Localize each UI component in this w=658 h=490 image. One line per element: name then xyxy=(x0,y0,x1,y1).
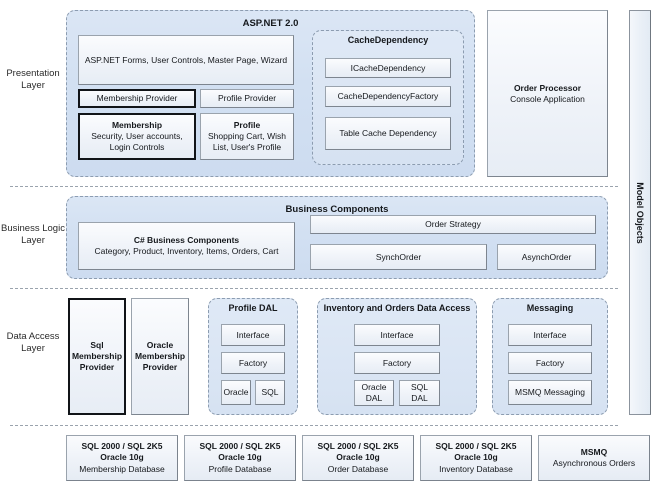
database-membership-line3: Membership Database xyxy=(79,463,165,474)
aspnet-forms-label: ASP.NET Forms, User Controls, Master Pag… xyxy=(84,54,288,65)
oracle-membership-provider-line3: Provider xyxy=(142,362,178,372)
aspnet-panel-title: ASP.NET 2.0 xyxy=(242,18,299,29)
inventory-orders-sql-dal-label: SQL DAL xyxy=(410,382,428,403)
asynchorder-box[interactable]: AsynchOrder xyxy=(497,244,596,270)
messaging-factory-label: Factory xyxy=(535,357,565,368)
database-inventory[interactable]: SQL 2000 / SQL 2K5 Oracle 10g Inventory … xyxy=(420,435,532,481)
order-strategy-label: Order Strategy xyxy=(425,219,481,229)
sql-membership-provider-box[interactable]: Sql Membership Provider xyxy=(68,298,126,415)
inventory-orders-oracle-dal-box[interactable]: Oracle DAL xyxy=(354,380,394,406)
database-order-line3: Order Database xyxy=(327,463,389,474)
database-order[interactable]: SQL 2000 / SQL 2K5 Oracle 10g Order Data… xyxy=(302,435,414,481)
model-objects-label: Model Objects xyxy=(635,181,645,244)
profile-feature-title: Profile xyxy=(233,120,261,130)
layer-label-dataaccess-line2: Layer xyxy=(21,343,45,354)
messaging-interface-box[interactable]: Interface xyxy=(508,324,592,346)
profile-dal-interface-label: Interface xyxy=(236,329,270,340)
icachedependency-box[interactable]: ICacheDependency xyxy=(325,58,451,78)
database-order-line1: SQL 2000 / SQL 2K5 xyxy=(317,440,399,451)
database-membership[interactable]: SQL 2000 / SQL 2K5 Oracle 10g Membership… xyxy=(66,435,178,481)
inventory-orders-factory-box[interactable]: Factory xyxy=(354,352,440,374)
messaging-title: Messaging xyxy=(526,303,574,313)
database-msmq[interactable]: MSMQ Asynchronous Orders xyxy=(538,435,650,481)
inventory-orders-sql-dal-box[interactable]: SQL DAL xyxy=(399,380,440,406)
oracle-membership-provider-line1: Oracle xyxy=(146,340,174,350)
profile-provider-box[interactable]: Profile Provider xyxy=(200,89,294,108)
profile-dal-sql-label: SQL xyxy=(261,387,279,397)
divider-business-dataaccess xyxy=(10,288,618,289)
messaging-factory-box[interactable]: Factory xyxy=(508,352,592,374)
database-profile-line3: Profile Database xyxy=(208,463,272,474)
business-components-panel-title: Business Components xyxy=(285,204,389,215)
inventory-orders-oracle-dal-label: Oracle DAL xyxy=(361,382,387,403)
order-processor-title: Order Processor xyxy=(513,82,582,93)
cachedependencyfactory-box[interactable]: CacheDependencyFactory xyxy=(325,86,451,107)
inventory-orders-interface-box[interactable]: Interface xyxy=(354,324,440,346)
msmq-messaging-label: MSMQ Messaging xyxy=(515,387,585,397)
layer-label-presentation-line2: Layer xyxy=(21,80,45,91)
membership-feature-title: Membership xyxy=(111,120,163,130)
membership-provider-box[interactable]: Membership Provider xyxy=(78,89,196,108)
divider-dataaccess-databases xyxy=(10,425,618,426)
membership-feature-detail: Security, User accounts, Login Controls xyxy=(91,131,183,152)
sql-membership-provider-line1: Sql xyxy=(90,340,104,350)
inventory-orders-dal-title: Inventory and Orders Data Access xyxy=(323,303,471,313)
model-objects-strip[interactable]: Model Objects xyxy=(629,10,651,415)
profile-dal-oracle-label: Oracle xyxy=(223,387,249,397)
layer-label-dataaccess-line1: Data Access xyxy=(6,331,60,342)
profile-feature-detail: Shopping Cart, Wish List, User's Profile xyxy=(208,131,286,152)
order-processor-box[interactable]: Order Processor Console Application xyxy=(487,10,608,177)
profile-feature-box[interactable]: Profile Shopping Cart, Wish List, User's… xyxy=(200,113,294,160)
csharp-business-components-detail: Category, Product, Inventory, Items, Ord… xyxy=(94,246,279,256)
oracle-membership-provider-line2: Membership xyxy=(134,351,186,361)
cachedependencyfactory-label: CacheDependencyFactory xyxy=(337,91,439,101)
profile-dal-factory-label: Factory xyxy=(238,357,268,368)
profile-dal-interface-box[interactable]: Interface xyxy=(221,324,285,346)
order-processor-detail: Console Application xyxy=(510,93,585,104)
layer-label-business-line2: Layer xyxy=(21,235,45,246)
database-profile[interactable]: SQL 2000 / SQL 2K5 Oracle 10g Profile Da… xyxy=(184,435,296,481)
sql-membership-provider-line2: Membership xyxy=(71,351,123,361)
database-profile-line1: SQL 2000 / SQL 2K5 xyxy=(199,440,281,451)
aspnet-forms-box[interactable]: ASP.NET Forms, User Controls, Master Pag… xyxy=(78,35,294,85)
inventory-orders-interface-label: Interface xyxy=(380,329,414,340)
table-cache-dependency-label: Table Cache Dependency xyxy=(339,128,437,138)
database-profile-line2: Oracle 10g xyxy=(218,452,262,463)
layer-label-presentation-line1: Presentation xyxy=(6,68,60,79)
database-msmq-line1: MSMQ xyxy=(580,446,608,457)
csharp-business-components-box[interactable]: C# Business Components Category, Product… xyxy=(78,222,295,270)
profile-dal-factory-box[interactable]: Factory xyxy=(221,352,285,374)
database-inventory-line2: Oracle 10g xyxy=(454,452,498,463)
database-membership-line2: Oracle 10g xyxy=(100,452,144,463)
table-cache-dependency-box[interactable]: Table Cache Dependency xyxy=(325,117,451,150)
synchorder-label: SynchOrder xyxy=(375,251,422,262)
database-inventory-line3: Inventory Database xyxy=(439,463,513,474)
csharp-business-components-title: C# Business Components xyxy=(133,235,240,245)
sql-membership-provider-line3: Provider xyxy=(79,362,115,372)
profile-provider-label: Profile Provider xyxy=(217,93,277,103)
layer-label-business-logic: Business Logic Layer xyxy=(0,215,66,255)
messaging-interface-label: Interface xyxy=(533,329,567,340)
asynchorder-label: AsynchOrder xyxy=(521,251,572,262)
order-strategy-box[interactable]: Order Strategy xyxy=(310,215,596,234)
layer-label-data-access: Data Access Layer xyxy=(0,323,66,363)
inventory-orders-factory-label: Factory xyxy=(382,357,412,368)
profile-dal-oracle-box[interactable]: Oracle xyxy=(221,380,251,405)
layer-label-presentation: Presentation Layer xyxy=(2,60,64,100)
divider-presentation-business xyxy=(10,186,618,187)
msmq-messaging-box[interactable]: MSMQ Messaging xyxy=(508,380,592,405)
database-order-line2: Oracle 10g xyxy=(336,452,380,463)
profile-dal-title: Profile DAL xyxy=(228,303,278,313)
membership-provider-label: Membership Provider xyxy=(96,93,178,103)
profile-dal-sql-box[interactable]: SQL xyxy=(255,380,285,405)
membership-feature-box[interactable]: Membership Security, User accounts, Logi… xyxy=(78,113,196,160)
database-membership-line1: SQL 2000 / SQL 2K5 xyxy=(81,440,163,451)
oracle-membership-provider-box[interactable]: Oracle Membership Provider xyxy=(131,298,189,415)
layer-label-business-line1: Business Logic xyxy=(1,223,65,234)
icachedependency-label: ICacheDependency xyxy=(350,62,426,73)
synchorder-box[interactable]: SynchOrder xyxy=(310,244,487,270)
database-inventory-line1: SQL 2000 / SQL 2K5 xyxy=(435,440,517,451)
cache-dependency-title: CacheDependency xyxy=(347,35,429,45)
database-msmq-line3: Asynchronous Orders xyxy=(552,458,636,468)
